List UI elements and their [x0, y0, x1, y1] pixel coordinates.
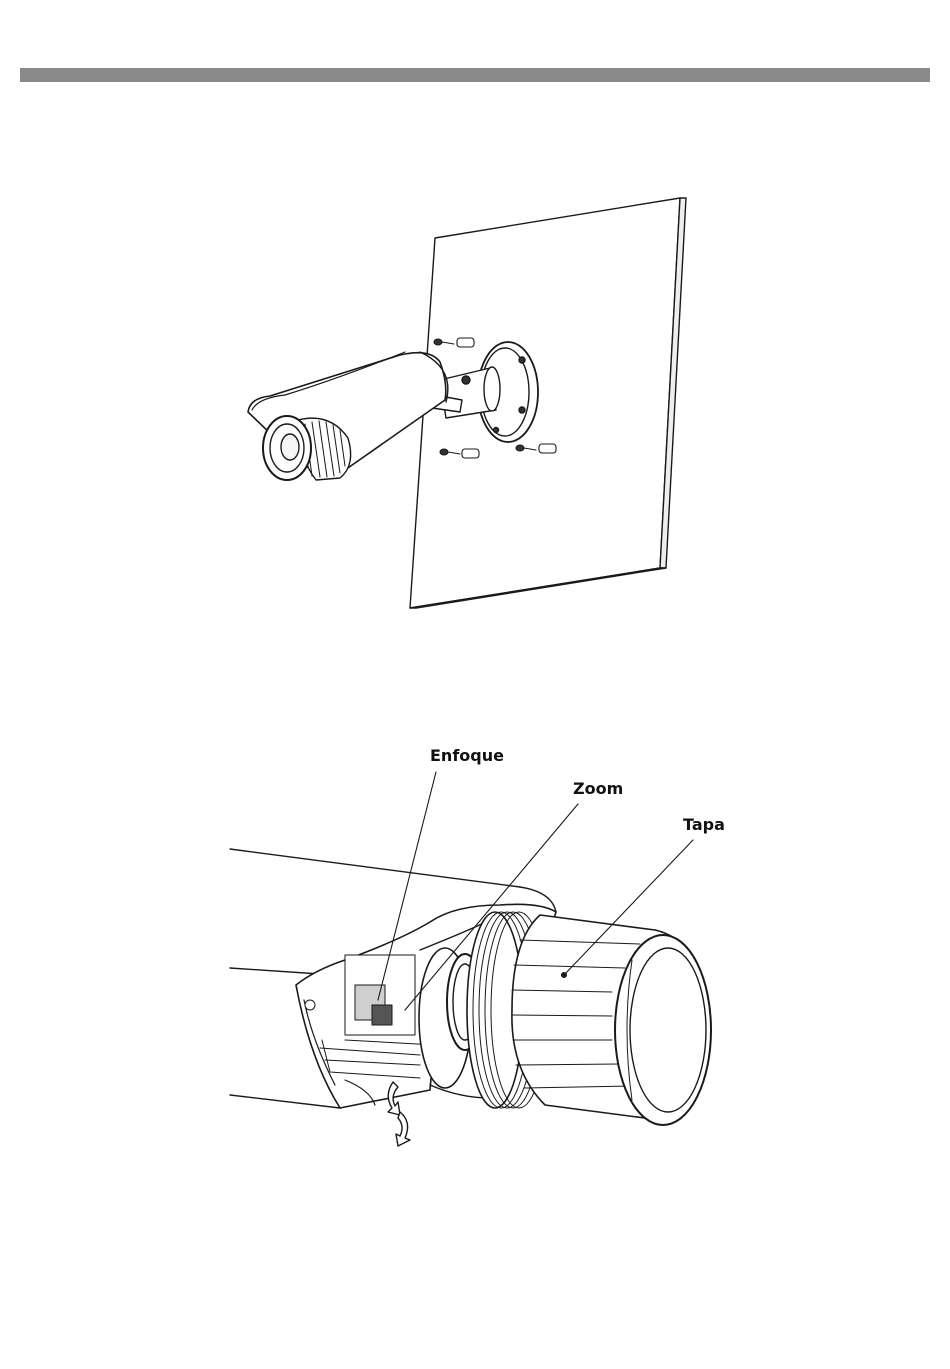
lens-cover: [512, 915, 711, 1125]
wall-mount-illustration: [0, 180, 950, 620]
focus-callout-label: Enfoque: [430, 746, 504, 765]
zoom-callout-label: Zoom: [573, 779, 623, 798]
header-bar: [20, 68, 930, 82]
cover-callout-label: Tapa: [683, 815, 725, 834]
lens-adjustment-illustration: [0, 740, 950, 1160]
camera-body: [248, 352, 448, 480]
